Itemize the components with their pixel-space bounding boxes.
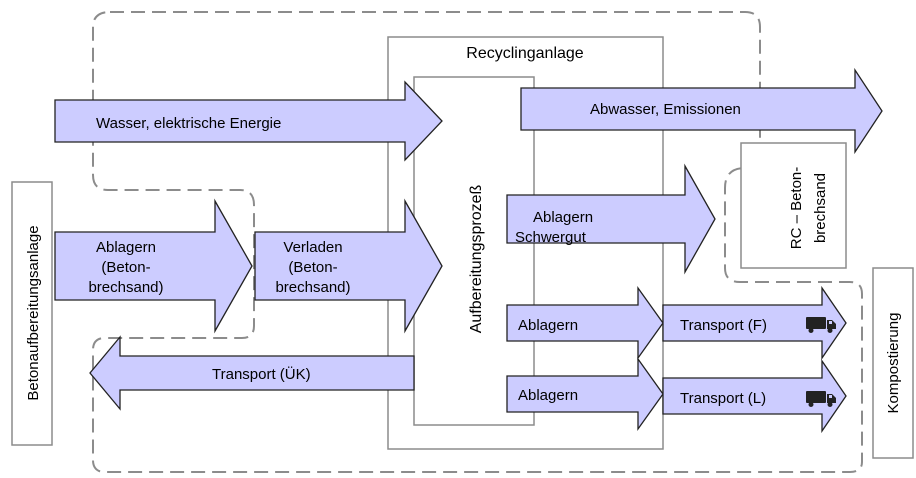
arrow-transport-uk	[89, 335, 415, 411]
arrow-transport-l	[662, 358, 847, 434]
label-deposit-l: Ablagern	[518, 387, 578, 404]
arrow-load	[254, 198, 443, 334]
arrow-transport-f	[662, 285, 847, 361]
label-transport-uk: Transport (ÜK)	[212, 365, 311, 383]
label-deposit-f: Ablagern	[518, 317, 578, 334]
rc-label-line1: RC – Beton-	[788, 167, 805, 250]
arrow-deposit-in	[54, 198, 253, 334]
label-heavy-1: Ablagern	[533, 209, 593, 226]
process-label: Aufbereitungsprozeß	[468, 185, 485, 334]
label-transport-f: Transport (F)	[680, 317, 767, 334]
side-label-left: Betonaufbereitungsanlage	[25, 225, 42, 400]
truck-icon	[806, 391, 836, 407]
label-deposit-in-2: (Beton-	[101, 259, 150, 276]
label-deposit-in-1: Ablagern	[96, 239, 156, 256]
label-transport-l: Transport (L)	[680, 390, 766, 407]
dashed-boundary-upper	[92, 11, 863, 473]
label-wastewater: Abwasser, Emissionen	[590, 101, 741, 118]
side-box-left	[11, 181, 53, 446]
side-label-right: Kompostierung	[885, 313, 902, 414]
label-water: Wasser, elektrische Energie	[96, 115, 281, 132]
label-load-2: (Beton-	[288, 259, 337, 276]
arrow-water	[54, 80, 443, 162]
rc-box	[740, 142, 847, 269]
label-deposit-in-3: brechsand)	[88, 279, 163, 296]
truck-icon	[806, 317, 836, 333]
side-box-right	[872, 267, 914, 459]
arrow-deposit-f	[506, 285, 664, 361]
label-heavy-2: Schwergut	[515, 229, 587, 246]
label-load-3: brechsand)	[275, 279, 350, 296]
plant-title: Recyclinganlage	[466, 45, 584, 62]
arrow-deposit-l	[506, 356, 664, 432]
rc-label-line2: brechsand	[812, 173, 829, 243]
arrow-wastewater	[520, 67, 883, 155]
arrow-heavy	[506, 163, 716, 275]
label-load-1: Verladen	[283, 239, 342, 256]
